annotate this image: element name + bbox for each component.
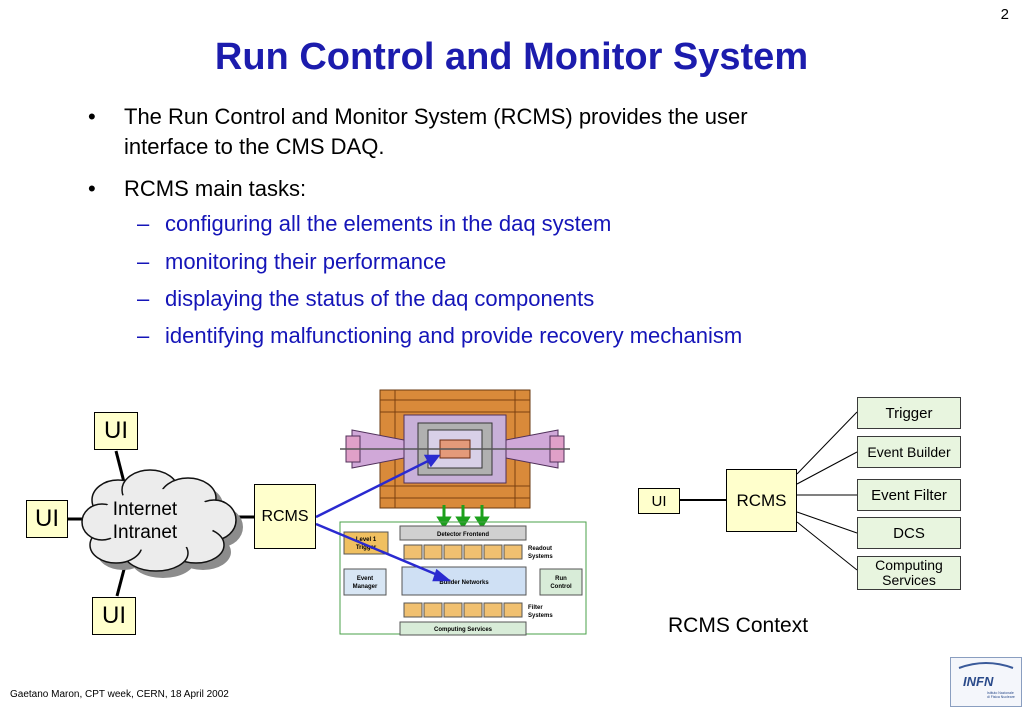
bullet-text: RCMS main tasks: — [124, 176, 307, 201]
dash-mark: – — [137, 211, 150, 236]
bullet-rcms-description: • The Run Control and Monitor System (RC… — [88, 102, 748, 162]
infn-logo: INFN Istituto Nazionale di Fisica Nuclea… — [950, 657, 1022, 707]
cloud-label-line: Internet — [112, 499, 178, 520]
bullet-mark: • — [88, 104, 96, 129]
context-ui-box[interactable]: UI — [638, 488, 680, 514]
cloud-label: Internet Intranet — [95, 498, 195, 544]
logo-text: INFN — [963, 674, 994, 689]
computing-line: Computing — [875, 557, 943, 573]
subbullet-displaying: –displaying the status of the daq compon… — [137, 284, 595, 314]
label-run-control: Run — [555, 576, 567, 582]
label-level1-trigger: Level 1 — [356, 537, 377, 543]
event-filter-box[interactable]: Event Filter — [857, 479, 961, 511]
label-filter-systems-2: Systems — [528, 613, 553, 619]
subbullet-identifying: –identifying malfunctioning and provide … — [137, 321, 743, 351]
label-computing-services: Computing Services — [434, 627, 493, 633]
bullet-line: The Run Control and Monitor System (RCMS… — [124, 104, 748, 129]
cms-detector-drawing — [340, 389, 570, 509]
computing-services-box[interactable]: Computing Services — [857, 556, 961, 590]
daq-architecture-diagram: Detector Frontend Level 1 Trigger Readou… — [339, 521, 587, 636]
subbullet-monitoring: –monitoring their performance — [137, 247, 447, 277]
slide-title: Run Control and Monitor System — [214, 36, 809, 78]
label-builder-networks: Builder Networks — [439, 580, 489, 586]
bullet-line: interface to the CMS DAQ. — [124, 134, 385, 159]
subbullet-configuring: –configuring all the elements in the daq… — [137, 209, 612, 239]
ui-box-bottom[interactable]: UI — [92, 597, 136, 635]
label-run-control-2: Control — [550, 584, 572, 590]
subbullet-text: configuring all the elements in the daq … — [165, 211, 612, 236]
label-event-manager: Event — [357, 576, 373, 582]
rcms-box[interactable]: RCMS — [254, 484, 316, 549]
label-detector-frontend: Detector Frontend — [437, 532, 489, 538]
trigger-box[interactable]: Trigger — [857, 397, 961, 429]
ui-box-left[interactable]: UI — [26, 500, 68, 538]
subbullet-text: identifying malfunctioning and provide r… — [165, 323, 743, 348]
dash-mark: – — [137, 286, 150, 311]
cloud-label-line: Intranet — [112, 522, 178, 543]
rcms-control-arrows — [315, 454, 452, 582]
dash-mark: – — [137, 323, 150, 348]
context-connectors — [680, 411, 858, 571]
dcs-box[interactable]: DCS — [857, 517, 961, 549]
label-event-manager-2: Manager — [353, 584, 378, 590]
computing-line: Services — [882, 572, 936, 588]
label-filter-systems: Filter — [528, 605, 543, 611]
context-caption: RCMS Context — [668, 614, 809, 637]
bullet-mark: • — [88, 176, 96, 201]
logo-subtitle: Istituto Nazionale — [987, 691, 1014, 695]
cloud-fill — [100, 489, 216, 551]
infn-logo-graphic: INFN Istituto Nazionale di Fisica Nuclea… — [958, 662, 1015, 699]
footer: Gaetano Maron, CPT week, CERN, 18 April … — [10, 689, 229, 700]
dash-mark: – — [137, 249, 150, 274]
event-builder-box[interactable]: Event Builder — [857, 436, 961, 468]
page-number: 2 — [1000, 6, 1009, 23]
label-readout-systems-2: Systems — [528, 554, 553, 560]
bullet-main-tasks: • RCMS main tasks: — [88, 174, 307, 204]
context-rcms-box[interactable]: RCMS — [726, 469, 797, 532]
logo-subtitle-2: di Fisica Nucleare — [987, 695, 1015, 699]
label-level1-trigger-2: Trigger — [356, 545, 377, 551]
subbullet-text: monitoring their performance — [165, 249, 447, 274]
label-readout-systems: Readout — [528, 546, 552, 552]
subbullet-text: displaying the status of the daq compone… — [165, 286, 595, 311]
ui-box-top[interactable]: UI — [94, 412, 138, 450]
